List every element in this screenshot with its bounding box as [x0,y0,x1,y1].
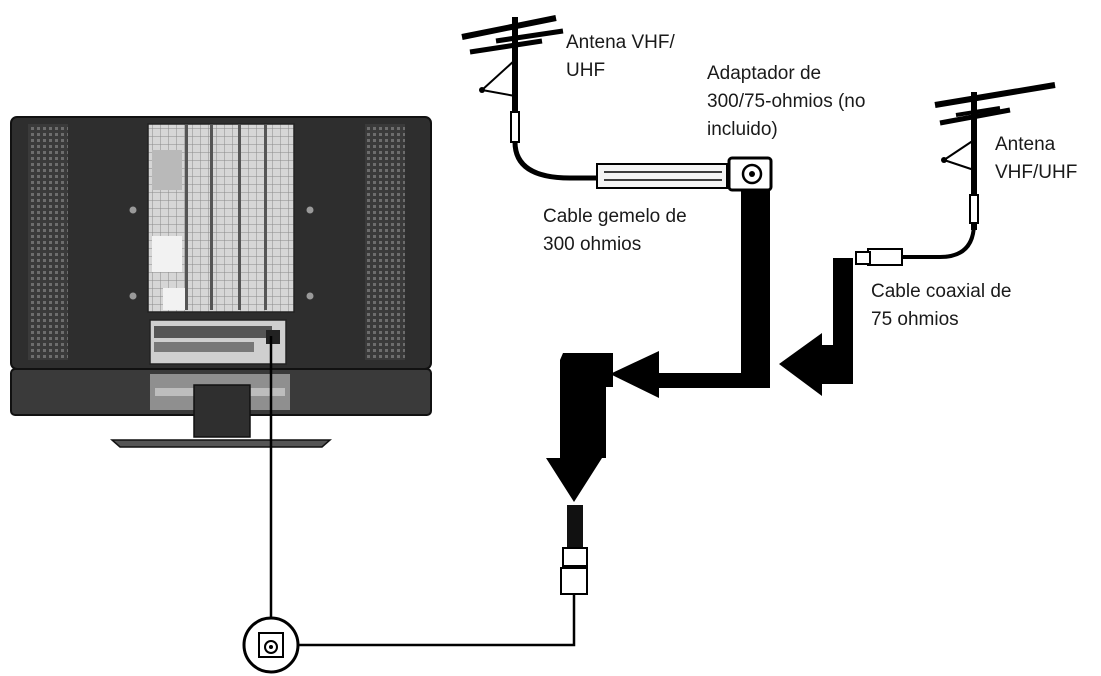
rf-cable-main [298,594,576,647]
label-antenna-left-line1: Antena VHF/ [566,32,675,53]
label-antenna-right-line2: VHF/UHF [995,162,1078,183]
coax-cable [900,222,976,259]
label-antenna-left-line2: UHF [566,60,606,81]
label-antenna-right-line1: Antena [995,134,1056,155]
label-twin-lead-line2: 300 ohmios [543,234,642,255]
label-antenna-right: Antena VHF/UHF [995,131,1077,187]
rf-jack-icon [242,616,300,674]
label-adapter-line2: 300/75-ohmios (no [707,91,866,112]
antenna-icon [934,82,1056,230]
adapter-icon [727,156,773,192]
connector-icon [855,248,903,266]
label-twin-lead-line1: Cable gemelo de [543,206,687,227]
signal-arrow-down [546,353,606,502]
label-antenna-left: Antena VHF/ UHF [566,29,675,85]
label-adapter: Adaptador de 300/75-ohmios (no incluido) [707,60,865,144]
label-adapter-line3: incluido) [707,119,778,140]
signal-arrow-adapter [610,190,770,398]
signal-arrow-link [593,353,613,387]
antenna-icon [461,15,564,143]
tv-rear-icon [10,116,432,448]
label-adapter-line1: Adaptador de [707,63,822,84]
twin-lead-cable [512,141,598,181]
label-coax: Cable coaxial de 75 ohmios [871,278,1011,334]
connector-icon [560,505,588,595]
label-coax-line1: Cable coaxial de [871,281,1012,302]
label-coax-line2: 75 ohmios [871,309,959,330]
label-twin-lead: Cable gemelo de 300 ohmios [543,203,687,259]
signal-arrow-coax [779,258,853,396]
twin-lead-cable-body [596,163,728,189]
